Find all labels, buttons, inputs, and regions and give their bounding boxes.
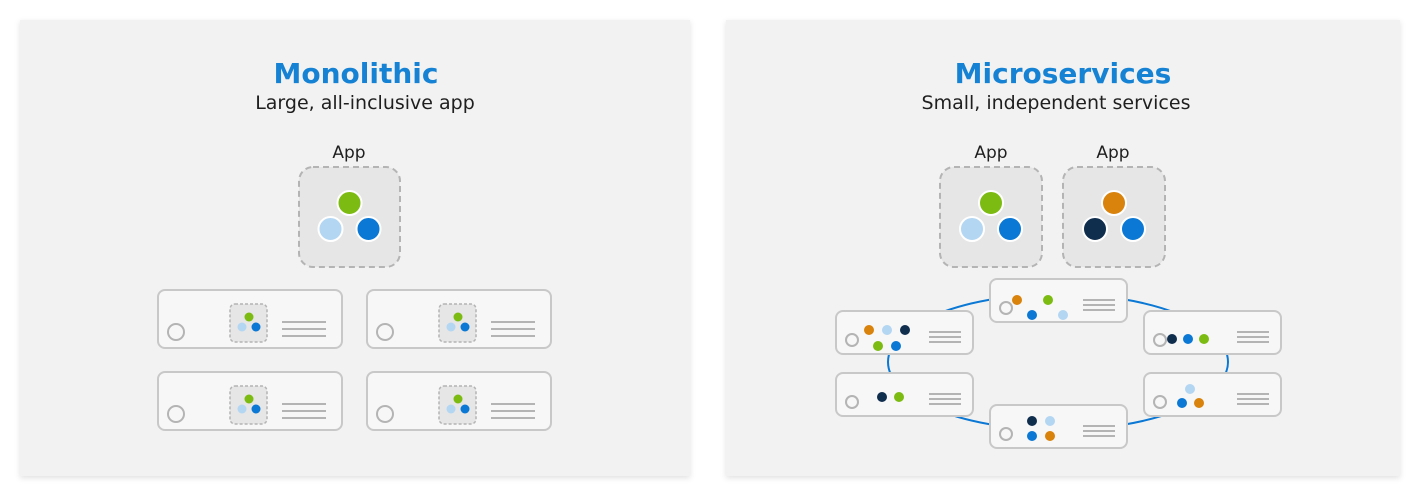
mini-app-box bbox=[438, 303, 477, 343]
server-frame bbox=[989, 404, 1128, 449]
green-dot bbox=[894, 392, 904, 402]
navy-dot bbox=[1167, 334, 1177, 344]
microservices-subtitle: Small, independent services bbox=[922, 92, 1191, 114]
blue-dot bbox=[355, 216, 382, 242]
orange-dot bbox=[1194, 398, 1204, 408]
light-blue-dot bbox=[237, 404, 247, 414]
microservices-server-4 bbox=[835, 372, 974, 417]
monolithic-app-label: App bbox=[332, 143, 365, 163]
navy-dot bbox=[1082, 216, 1108, 242]
light-blue-dot bbox=[1185, 384, 1195, 394]
microservices-app-label-2: App bbox=[1096, 143, 1129, 163]
blue-dot bbox=[251, 404, 261, 414]
green-dot bbox=[1043, 295, 1053, 305]
power-button-icon bbox=[1153, 395, 1167, 409]
power-button-icon bbox=[999, 301, 1013, 315]
power-button-icon bbox=[845, 333, 859, 347]
light-blue-dot bbox=[882, 325, 892, 335]
blue-dot bbox=[1027, 431, 1037, 441]
mini-app-box bbox=[438, 385, 477, 425]
light-blue-dot bbox=[237, 322, 247, 332]
monolithic-server-1 bbox=[157, 289, 343, 349]
power-button-icon bbox=[999, 427, 1013, 441]
blue-dot bbox=[460, 322, 470, 332]
light-blue-dot bbox=[446, 322, 456, 332]
app-box-frame bbox=[298, 166, 401, 268]
server-frame bbox=[835, 372, 974, 417]
blue-dot bbox=[460, 404, 470, 414]
monolithic-server-4 bbox=[366, 371, 552, 431]
light-blue-dot bbox=[1058, 310, 1068, 320]
power-button-icon bbox=[376, 323, 394, 341]
microservice-app-1 bbox=[939, 166, 1043, 268]
navy-dot bbox=[1027, 416, 1037, 426]
power-button-icon bbox=[1153, 333, 1167, 347]
light-blue-dot bbox=[1045, 416, 1055, 426]
microservices-panel: Microservices Small, independent service… bbox=[726, 20, 1400, 476]
monolithic-panel: Monolithic Large, all-inclusive app App bbox=[20, 20, 690, 476]
light-blue-dot bbox=[959, 216, 985, 242]
green-dot bbox=[978, 190, 1004, 216]
green-dot bbox=[453, 312, 463, 322]
microservices-server-3 bbox=[1143, 310, 1282, 355]
power-button-icon bbox=[167, 323, 185, 341]
microservices-app-boxes bbox=[939, 166, 1166, 268]
green-dot bbox=[453, 394, 463, 404]
blue-dot bbox=[997, 216, 1023, 242]
blue-dot bbox=[1183, 334, 1193, 344]
monolithic-subtitle: Large, all-inclusive app bbox=[255, 92, 475, 114]
navy-dot bbox=[877, 392, 887, 402]
orange-dot bbox=[1101, 190, 1127, 216]
green-dot bbox=[873, 341, 883, 351]
green-dot bbox=[336, 190, 363, 216]
microservices-app-label-1: App bbox=[974, 143, 1007, 163]
mini-app-box bbox=[229, 385, 268, 425]
microservices-server-2 bbox=[989, 278, 1128, 323]
monolithic-server-2 bbox=[366, 289, 552, 349]
app-box-frame bbox=[1062, 166, 1166, 268]
green-dot bbox=[244, 394, 254, 404]
monolithic-servers bbox=[157, 289, 552, 431]
monolithic-server-3 bbox=[157, 371, 343, 431]
server-frame bbox=[1143, 310, 1282, 355]
monolithic-app bbox=[298, 166, 401, 268]
navy-dot bbox=[900, 325, 910, 335]
microservices-server-6 bbox=[1143, 372, 1282, 417]
blue-dot bbox=[251, 322, 261, 332]
orange-dot bbox=[1012, 295, 1022, 305]
blue-dot bbox=[1027, 310, 1037, 320]
light-blue-dot bbox=[317, 216, 344, 242]
server-frame bbox=[989, 278, 1128, 323]
microservice-app-2 bbox=[1062, 166, 1166, 268]
power-button-icon bbox=[845, 395, 859, 409]
microservices-server-1 bbox=[835, 310, 974, 355]
power-button-icon bbox=[167, 405, 185, 423]
green-dot bbox=[1199, 334, 1209, 344]
green-dot bbox=[244, 312, 254, 322]
microservices-server-5 bbox=[989, 404, 1128, 449]
blue-dot bbox=[891, 341, 901, 351]
blue-dot bbox=[1120, 216, 1146, 242]
mini-app-box bbox=[229, 303, 268, 343]
microservices-servers bbox=[835, 278, 1282, 449]
microservices-title: Microservices bbox=[955, 57, 1172, 90]
monolithic-title: Monolithic bbox=[274, 57, 439, 90]
app-box-frame bbox=[939, 166, 1043, 268]
monolithic-app-box bbox=[298, 166, 401, 268]
orange-dot bbox=[864, 325, 874, 335]
power-button-icon bbox=[376, 405, 394, 423]
blue-dot bbox=[1177, 398, 1187, 408]
light-blue-dot bbox=[446, 404, 456, 414]
orange-dot bbox=[1045, 431, 1055, 441]
